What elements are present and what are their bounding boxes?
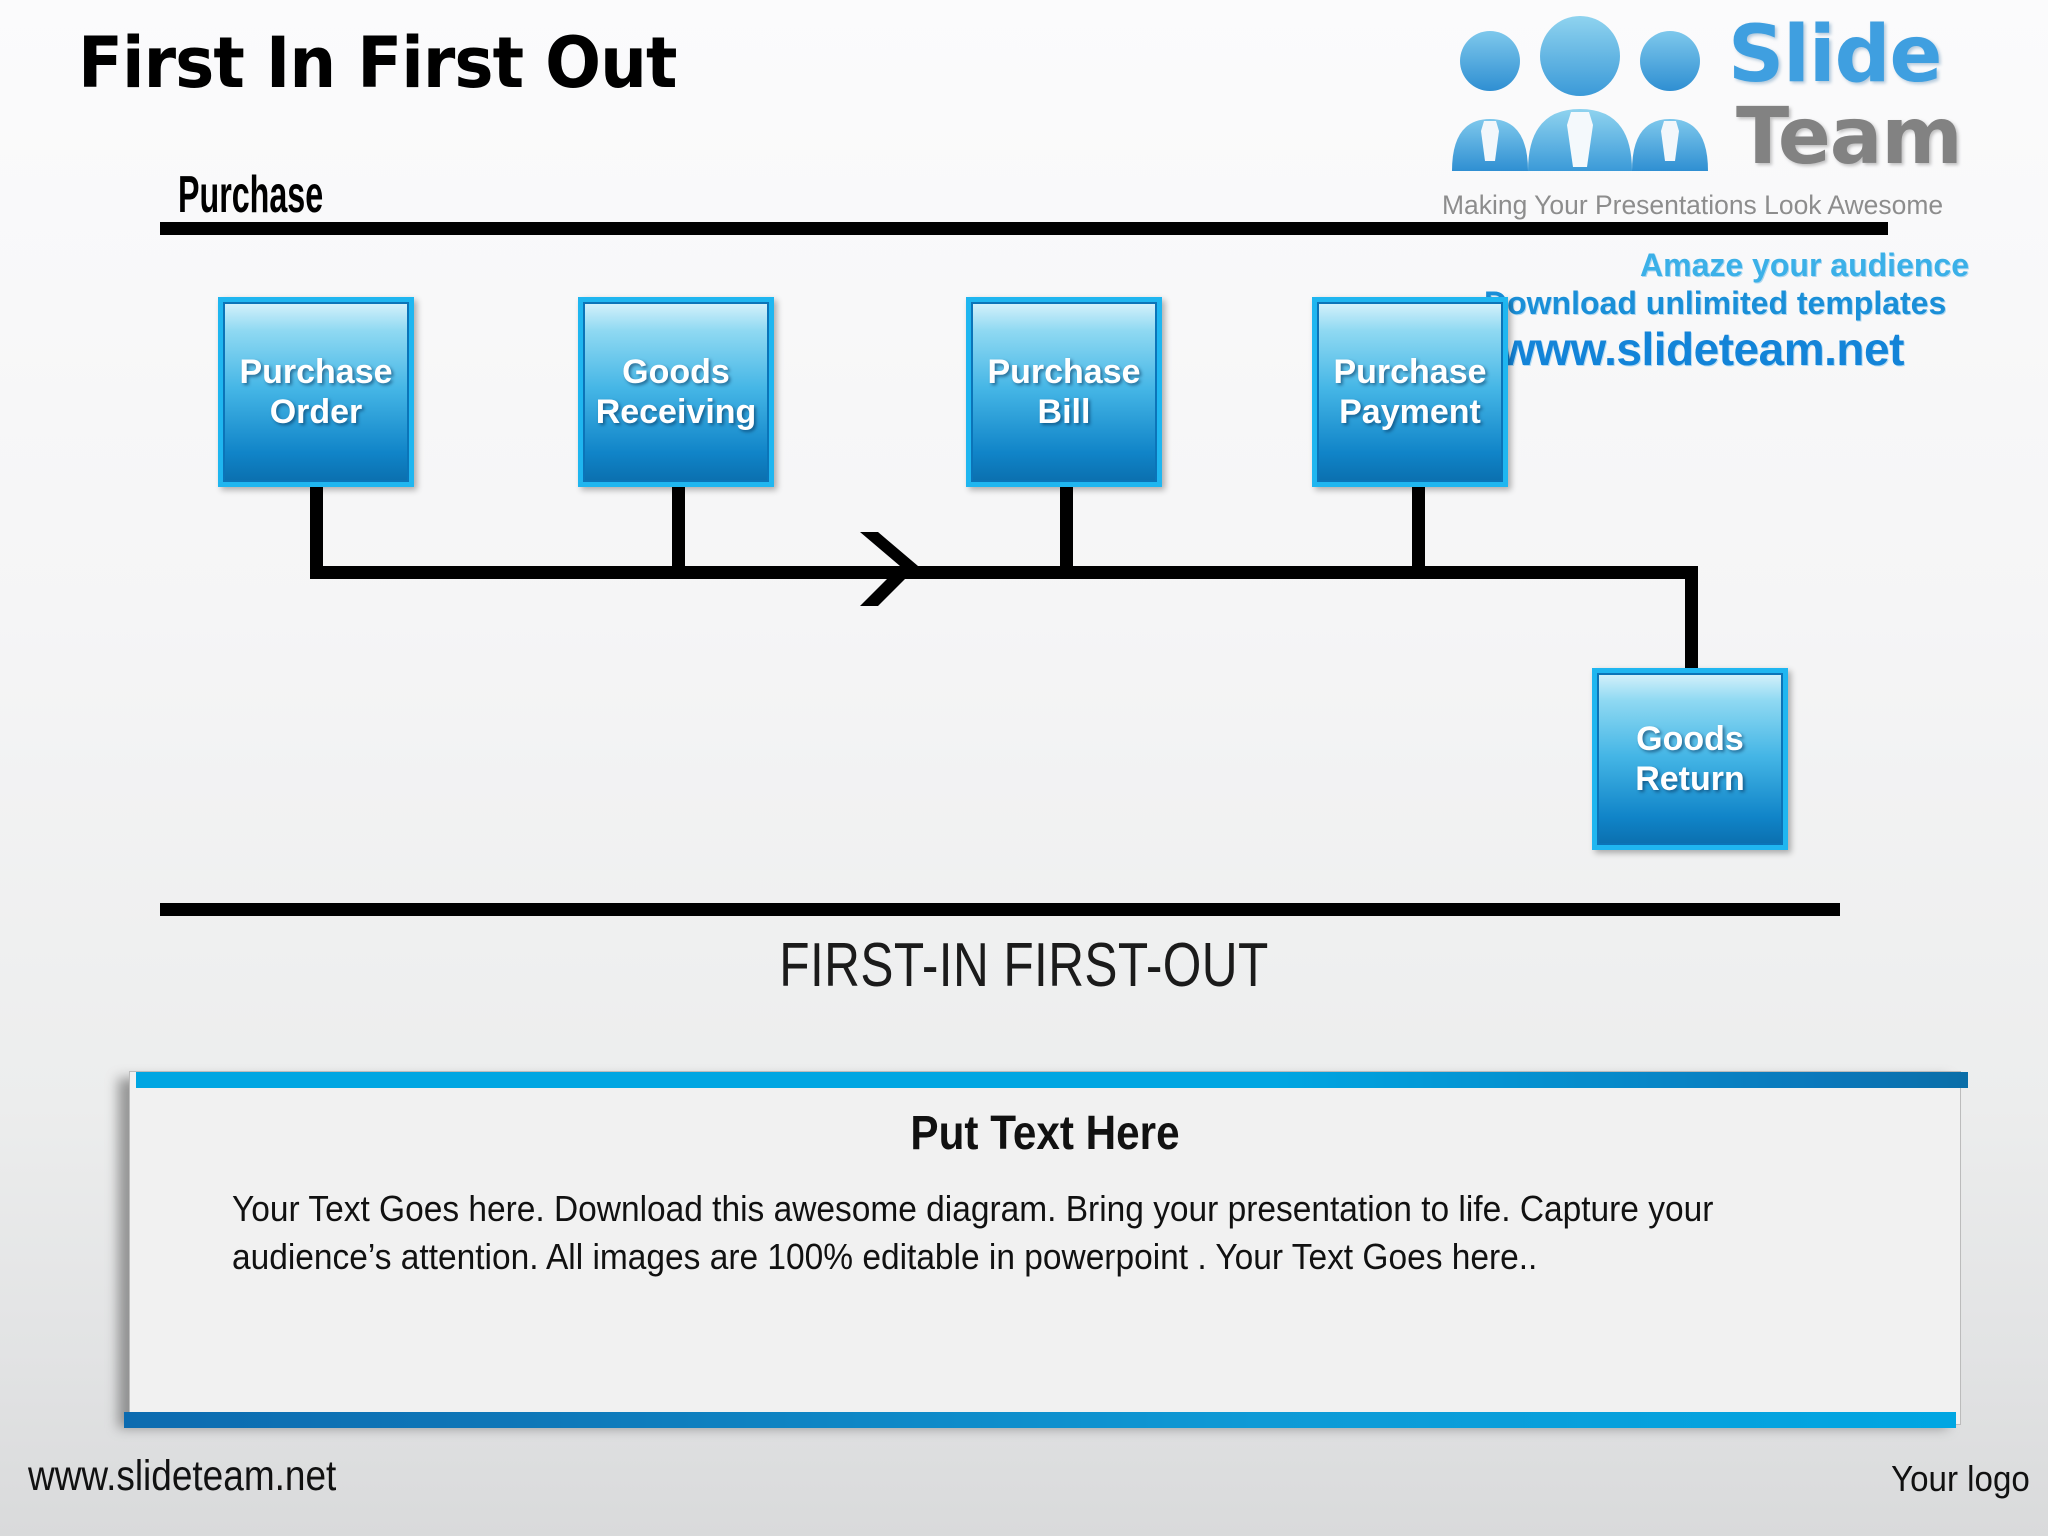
three-people-icon [1452, 16, 1708, 171]
process-box-line2: Bill [1037, 393, 1091, 431]
footer-url[interactable]: www.slideteam.net [28, 1452, 337, 1500]
process-box-line1: Purchase [987, 352, 1141, 391]
process-box-line1: Purchase [1333, 352, 1487, 391]
process-box-line1: Goods [622, 352, 730, 391]
slideteam-logo: Slide Team Making Your Presentations Loo… [1442, 4, 2048, 304]
connector-drop-return [1685, 566, 1698, 676]
section-heading: Purchase [178, 166, 324, 224]
panel-title: Put Text Here [910, 1107, 1180, 1160]
process-box-goods-receiving[interactable]: Goods Receiving [578, 297, 774, 487]
connector-drop-2 [672, 485, 685, 573]
process-box-goods-return[interactable]: Goods Return [1592, 668, 1788, 850]
footer-logo-placeholder: Your logo [1891, 1458, 2030, 1499]
process-box-line1: Purchase [239, 352, 393, 391]
panel-body-text: Your Text Goes here. Download this aweso… [232, 1188, 1714, 1277]
heading-divider-top [160, 222, 1888, 235]
page-title: First In First Out [78, 22, 677, 104]
panel-accent-bar-top [136, 1072, 1968, 1088]
flow-arrow-right-icon [860, 532, 918, 606]
promo-line-1: Amaze your audience [1640, 247, 1969, 283]
process-box-line2: Order [269, 393, 363, 431]
connector-drop-3 [1060, 485, 1073, 573]
connector-drop-1 [310, 485, 323, 573]
process-box-line2: Payment [1339, 393, 1481, 431]
process-box-line2: Receiving [595, 393, 757, 431]
logo-tagline: Making Your Presentations Look Awesome [1442, 190, 1944, 220]
process-box-purchase-order[interactable]: Purchase Order [218, 297, 414, 487]
panel-accent-bar-bottom [124, 1412, 1956, 1428]
flow-divider-bottom [160, 903, 1840, 916]
logo-word-slide: Slide [1728, 10, 1942, 100]
process-box-line1: Goods [1636, 719, 1744, 758]
flow-caption: FIRST-IN FIRST-OUT [779, 931, 1269, 1000]
connector-drop-4 [1412, 485, 1425, 573]
logo-word-team: Team [1736, 92, 1963, 182]
process-box-purchase-payment[interactable]: Purchase Payment [1312, 297, 1508, 487]
text-panel [130, 1072, 1960, 1424]
process-box-line2: Return [1635, 760, 1745, 798]
promo-url[interactable]: www.slideteam.net [1500, 323, 1904, 375]
flow-spine-horizontal [310, 566, 1698, 579]
promo-line-2: Download unlimited templates [1484, 285, 1947, 321]
process-box-purchase-bill[interactable]: Purchase Bill [966, 297, 1162, 487]
